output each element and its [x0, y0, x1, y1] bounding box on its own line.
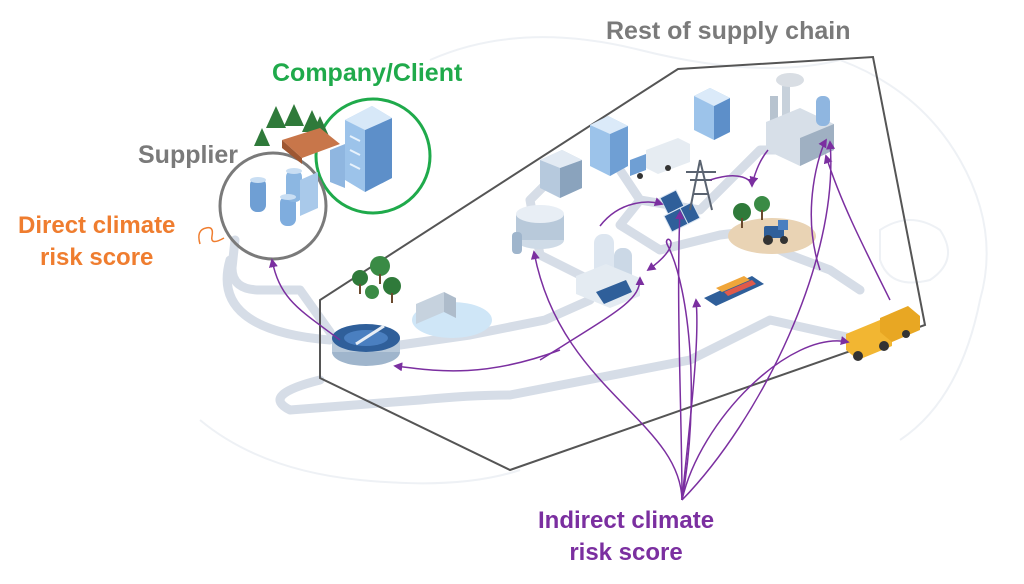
- supply-chain-boundary: [319, 55, 927, 472]
- indirect-label-line2: risk score: [569, 539, 683, 566]
- indirect-risk-arrows: [269, 138, 891, 501]
- rest-of-supply-chain-label: Rest of supply chain: [606, 17, 851, 45]
- dam-icon: [412, 292, 492, 338]
- tractor-farm-icon: [728, 196, 816, 254]
- mining-truck-icon: [846, 306, 920, 361]
- lumber-icon: [282, 128, 340, 164]
- company-circle: [314, 97, 432, 215]
- power-pylon-icon: [686, 159, 716, 211]
- office-building-icon: [694, 88, 730, 140]
- tank-icon: [512, 205, 564, 254]
- factory-icon: [766, 73, 834, 166]
- silo-factory-icon: [250, 168, 318, 226]
- indirect-label-line1: Indirect climate: [538, 507, 715, 534]
- direct-climate-risk-label: Direct climate risk score: [18, 210, 175, 274]
- storage-tanks-icon: [576, 234, 640, 308]
- direct-label-line2: risk score: [39, 244, 154, 271]
- truck-icon: [630, 138, 690, 179]
- tree-icon: [352, 256, 401, 303]
- indirect-climate-risk-label: Indirect climate risk score: [538, 505, 714, 569]
- direct-risk-arrow: [198, 226, 225, 245]
- supplier-label: Supplier: [138, 141, 239, 169]
- background-map: [199, 36, 988, 485]
- cargo-ship-icon: [704, 276, 764, 306]
- office-building-icon: [590, 116, 628, 176]
- water-treatment-icon: [332, 324, 400, 366]
- office-building-icon: [330, 106, 392, 192]
- direct-label-line1: Direct climate: [18, 212, 176, 239]
- warehouse-icon: [540, 150, 582, 198]
- company-client-label: Company/Client: [272, 59, 463, 87]
